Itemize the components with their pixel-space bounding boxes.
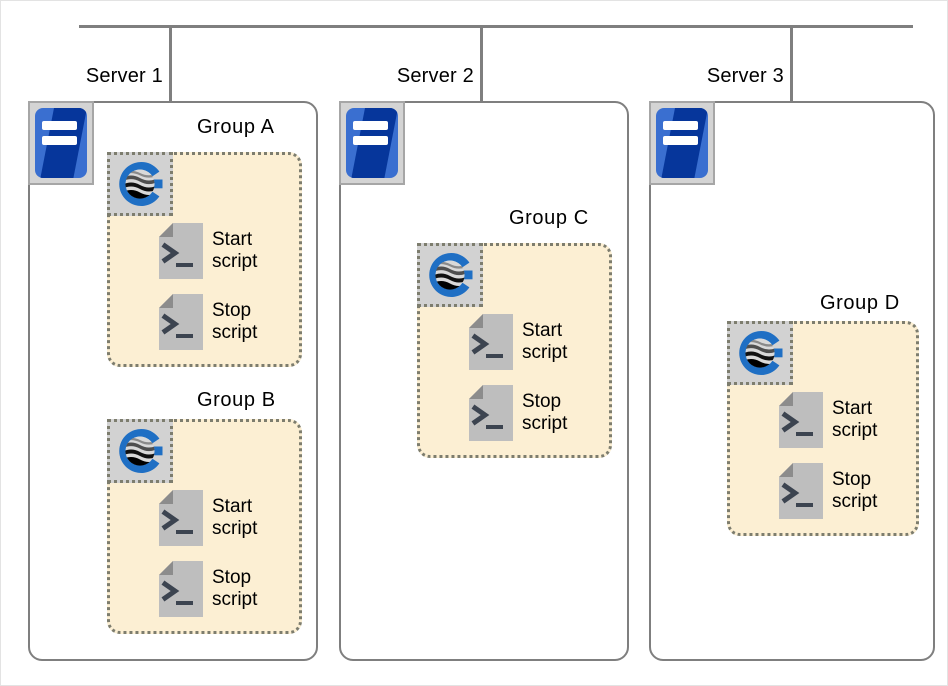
script-label-line2: script — [212, 589, 258, 610]
script-label: Start script — [212, 496, 257, 540]
script-label-line1: Start — [212, 229, 253, 250]
script-label: Stop script — [522, 391, 567, 435]
script-label-line2: script — [832, 420, 878, 441]
shell-script-icon — [159, 490, 203, 546]
script-label: Stop script — [832, 469, 877, 513]
cluster-globe-icon-b — [107, 419, 173, 483]
shell-script-icon — [779, 463, 823, 519]
script-label-line1: Stop — [212, 300, 252, 321]
group-label-b: Group B — [197, 389, 276, 411]
script-label: Start script — [212, 229, 257, 273]
script-row-b-start[interactable]: Start script — [159, 490, 257, 546]
shell-script-icon — [469, 385, 513, 441]
server-bay-bar-1 — [42, 121, 77, 131]
script-label-line1: Stop — [832, 469, 872, 490]
script-label-line2: script — [212, 251, 258, 272]
server-label-2: Server 2 — [396, 65, 474, 87]
shell-script-icon — [159, 223, 203, 279]
shell-script-icon — [469, 314, 513, 370]
cluster-globe-icon-a — [107, 152, 173, 216]
script-row-a-start[interactable]: Start script — [159, 223, 257, 279]
server-bay-bar-2 — [42, 136, 77, 146]
script-label-line1: Start — [832, 398, 873, 419]
server-icon-1 — [28, 101, 94, 185]
shell-script-icon — [779, 392, 823, 448]
shell-script-icon — [159, 294, 203, 350]
script-row-a-stop[interactable]: Stop script — [159, 294, 257, 350]
server-bay-bar-1 — [353, 121, 388, 131]
script-label: Stop script — [212, 300, 257, 344]
script-label: Stop script — [212, 567, 257, 611]
group-label-d: Group D — [820, 292, 900, 314]
cluster-globe-icon-d — [727, 321, 793, 385]
cluster-globe-icon-c — [417, 243, 483, 307]
bus-drop-line-server-3 — [790, 25, 793, 101]
group-label-c: Group C — [509, 207, 589, 229]
script-label-line2: script — [522, 413, 568, 434]
group-label-a: Group A — [197, 116, 275, 138]
script-label-line1: Stop — [522, 391, 562, 412]
bus-drop-line-server-1 — [169, 25, 172, 101]
server-chassis — [656, 108, 708, 178]
script-row-c-stop[interactable]: Stop script — [469, 385, 567, 441]
script-row-d-stop[interactable]: Stop script — [779, 463, 877, 519]
server-label-3: Server 3 — [706, 65, 784, 87]
script-label-line1: Stop — [212, 567, 252, 588]
script-label-line1: Start — [522, 320, 563, 341]
server-label-1: Server 1 — [85, 65, 163, 87]
bus-horizontal-line — [79, 25, 913, 28]
server-bay-bar-1 — [663, 121, 698, 131]
script-label: Start script — [832, 398, 877, 442]
shell-script-icon — [159, 561, 203, 617]
group-box-b[interactable] — [107, 419, 302, 634]
script-label-line2: script — [212, 322, 258, 343]
script-row-c-start[interactable]: Start script — [469, 314, 567, 370]
script-row-d-start[interactable]: Start script — [779, 392, 877, 448]
script-label-line2: script — [522, 342, 568, 363]
script-label-line2: script — [832, 491, 878, 512]
server-bay-bar-2 — [663, 136, 698, 146]
script-row-b-stop[interactable]: Stop script — [159, 561, 257, 617]
script-label-line2: script — [212, 518, 258, 539]
server-chassis — [35, 108, 87, 178]
bus-drop-line-server-2 — [480, 25, 483, 101]
server-icon-3 — [649, 101, 715, 185]
server-chassis — [346, 108, 398, 178]
server-bay-bar-2 — [353, 136, 388, 146]
script-label-line1: Start — [212, 496, 253, 517]
server-icon-2 — [339, 101, 405, 185]
script-label: Start script — [522, 320, 567, 364]
